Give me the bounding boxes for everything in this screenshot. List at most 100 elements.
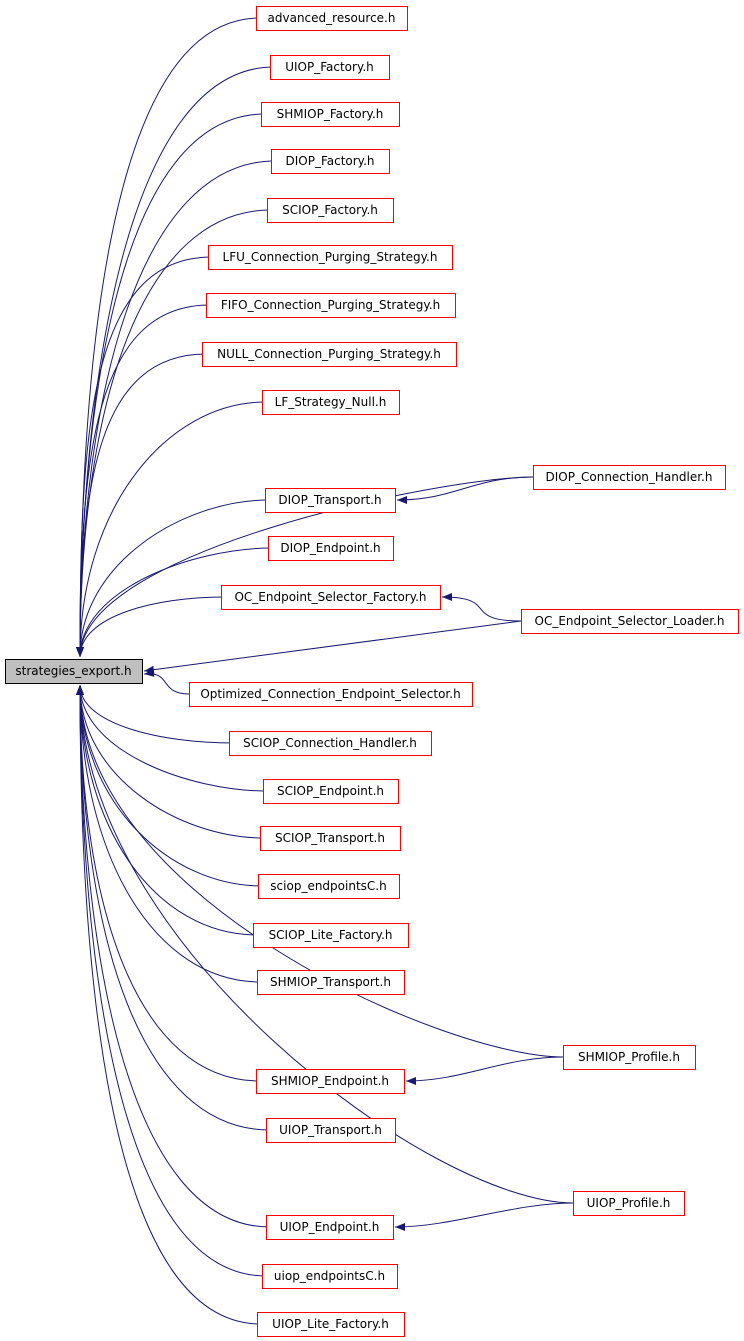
file-node[interactable]: LFU_Connection_Purging_Strategy.h xyxy=(208,245,453,270)
file-node-label: DIOP_Connection_Handler.h xyxy=(546,470,713,484)
file-node-box xyxy=(573,1191,685,1216)
file-node[interactable]: sciop_endpointsC.h xyxy=(258,874,400,899)
file-node-label: SHMIOP_Transport.h xyxy=(270,975,391,989)
edge-n18-to-root xyxy=(76,684,265,839)
edge-n11-to-root xyxy=(76,499,270,658)
edge-n27-to-root xyxy=(76,684,267,1277)
file-node-label: DIOP_Endpoint.h xyxy=(280,541,380,555)
edge-n9-to-root xyxy=(76,401,267,658)
edge-n6-to-root xyxy=(76,256,213,658)
file-node[interactable]: UIOP_Profile.h xyxy=(573,1191,685,1216)
edge-n4-to-root xyxy=(76,160,276,658)
file-node[interactable]: Optimized_Connection_Endpoint_Selector.h xyxy=(189,682,473,707)
file-node-label: UIOP_Endpoint.h xyxy=(280,1220,380,1234)
file-node-label: DIOP_Transport.h xyxy=(278,493,381,507)
nodes-layer: strategies_export.h advanced_resource.hUI… xyxy=(5,6,739,1337)
file-node-label: SCIOP_Transport.h xyxy=(275,831,385,845)
file-node[interactable]: DIOP_Connection_Handler.h xyxy=(533,465,726,490)
file-node-label: OC_Endpoint_Selector_Factory.h xyxy=(234,590,426,604)
file-node-label: UIOP_Profile.h xyxy=(587,1196,671,1210)
file-node-label: LF_Strategy_Null.h xyxy=(275,395,387,409)
file-node-box xyxy=(260,826,401,851)
file-node[interactable]: OC_Endpoint_Selector_Factory.h xyxy=(221,585,441,610)
file-node[interactable]: UIOP_Transport.h xyxy=(266,1118,396,1143)
file-node-box xyxy=(263,779,399,804)
file-node-box xyxy=(256,6,408,31)
file-node[interactable]: SCIOP_Lite_Factory.h xyxy=(253,923,409,948)
file-node[interactable]: DIOP_Endpoint.h xyxy=(268,536,394,561)
file-node-box xyxy=(189,682,473,707)
file-node-label: NULL_Connection_Purging_Strategy.h xyxy=(217,347,441,361)
edge-n28-to-root xyxy=(76,684,262,1325)
file-node[interactable]: SHMIOP_Transport.h xyxy=(257,970,405,995)
file-node-box xyxy=(533,465,726,490)
file-node[interactable]: SCIOP_Endpoint.h xyxy=(263,779,399,804)
file-node[interactable]: SHMIOP_Profile.h xyxy=(563,1045,696,1070)
file-node-box xyxy=(261,102,400,127)
file-node-box xyxy=(563,1045,696,1070)
edge-n12-to-root xyxy=(76,547,273,658)
file-node-box xyxy=(266,1215,394,1240)
file-node-label: SCIOP_Lite_Factory.h xyxy=(269,928,393,942)
file-node-label: sciop_endpointsC.h xyxy=(270,879,386,893)
file-node[interactable]: SCIOP_Transport.h xyxy=(260,826,401,851)
file-node-box xyxy=(257,1312,405,1337)
file-node-box xyxy=(521,609,739,634)
file-node[interactable]: UIOP_Factory.h xyxy=(270,55,390,80)
file-node-label: UIOP_Transport.h xyxy=(279,1123,382,1137)
file-node-label: FIFO_Connection_Purging_Strategy.h xyxy=(221,298,440,312)
file-node[interactable]: NULL_Connection_Purging_Strategy.h xyxy=(202,342,457,367)
edge-n8-to-root xyxy=(76,353,207,658)
file-node[interactable]: UIOP_Lite_Factory.h xyxy=(257,1312,405,1337)
file-node-box xyxy=(270,55,390,80)
file-node[interactable]: SCIOP_Connection_Handler.h xyxy=(229,731,432,756)
file-node-label: advanced_resource.h xyxy=(268,11,396,25)
edge-n26-to-root xyxy=(76,684,271,1228)
file-node-label: Optimized_Connection_Endpoint_Selector.h xyxy=(200,687,460,701)
edge-n3-to-root xyxy=(76,113,266,658)
edge-n13-to-root xyxy=(76,596,226,658)
file-node-box xyxy=(267,198,394,223)
file-node-box xyxy=(262,1264,398,1289)
file-node[interactable]: SHMIOP_Endpoint.h xyxy=(256,1069,405,1094)
edges-layer xyxy=(76,17,574,1325)
file-node-box xyxy=(253,923,409,948)
file-node-box xyxy=(256,1069,405,1094)
edge-n25-to-root xyxy=(76,684,574,1204)
file-node[interactable]: uiop_endpointsC.h xyxy=(262,1264,398,1289)
file-node-label: SHMIOP_Factory.h xyxy=(277,107,384,121)
edge-n14-to-n13 xyxy=(441,593,522,622)
file-node-box xyxy=(202,342,457,367)
file-node-label: SHMIOP_Endpoint.h xyxy=(271,1074,389,1088)
file-node-box xyxy=(262,390,400,415)
edge-n5-to-root xyxy=(76,209,272,658)
file-node-label: SCIOP_Connection_Handler.h xyxy=(243,736,417,750)
file-node-box xyxy=(229,731,432,756)
file-node-box xyxy=(258,874,400,899)
file-node[interactable]: DIOP_Factory.h xyxy=(271,149,390,174)
file-node[interactable]: SCIOP_Factory.h xyxy=(267,198,394,223)
file-node-label: SHMIOP_Profile.h xyxy=(578,1050,680,1064)
edge-n7-to-root xyxy=(76,304,211,658)
file-node[interactable]: SHMIOP_Factory.h xyxy=(261,102,400,127)
file-node[interactable]: FIFO_Connection_Purging_Strategy.h xyxy=(206,293,456,318)
edge-n10-to-root xyxy=(76,476,534,658)
file-node-box xyxy=(208,245,453,270)
file-node[interactable]: advanced_resource.h xyxy=(256,6,408,31)
file-node-label: SCIOP_Endpoint.h xyxy=(277,784,384,798)
file-node-box xyxy=(271,149,390,174)
edge-n10-to-n11 xyxy=(396,476,534,504)
file-node-label: UIOP_Lite_Factory.h xyxy=(272,1317,389,1331)
root-node: strategies_export.h xyxy=(5,659,143,684)
edge-n17-to-root xyxy=(76,684,268,792)
file-node-label: DIOP_Factory.h xyxy=(285,154,374,168)
file-node[interactable]: DIOP_Transport.h xyxy=(265,488,396,513)
file-node[interactable]: OC_Endpoint_Selector_Loader.h xyxy=(521,609,739,634)
edge-n24-to-root xyxy=(76,684,271,1131)
file-node-box xyxy=(268,536,394,561)
edge-n16-to-root xyxy=(76,684,234,744)
file-node[interactable]: UIOP_Endpoint.h xyxy=(266,1215,394,1240)
file-node[interactable]: LF_Strategy_Null.h xyxy=(262,390,400,415)
file-node-box xyxy=(257,970,405,995)
